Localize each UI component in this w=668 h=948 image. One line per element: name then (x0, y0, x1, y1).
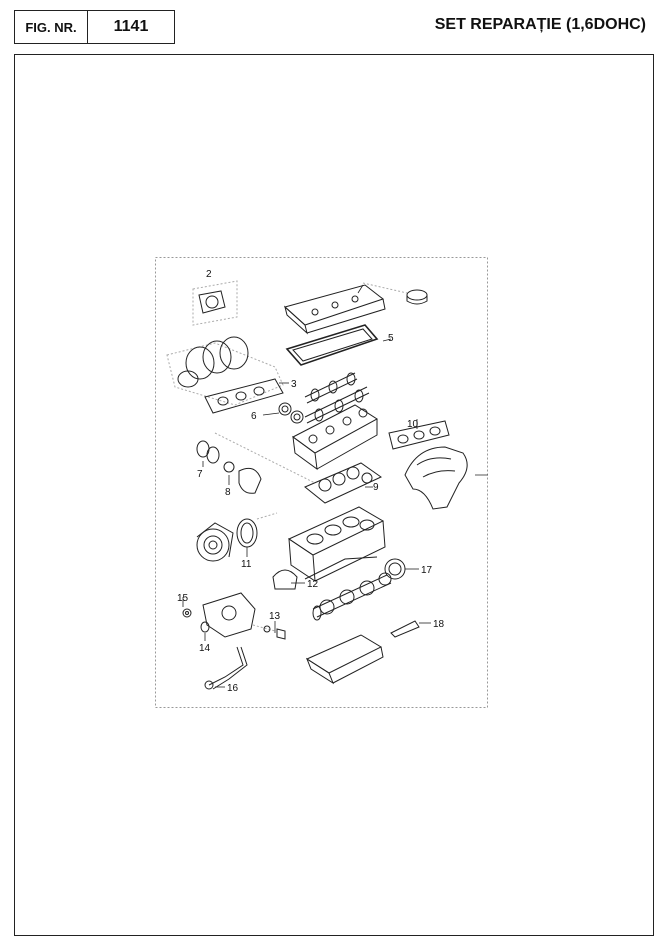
water-pump (196, 522, 234, 562)
content-frame (14, 54, 654, 936)
valve-cover (283, 284, 386, 335)
callout-3: 3 (291, 379, 297, 390)
rear-seal (384, 558, 406, 580)
throttle-gasket (192, 280, 238, 326)
callout-13: 13 (269, 611, 281, 622)
callout-10: 10 (407, 419, 419, 430)
engine-block (287, 506, 386, 582)
diagram-svg: 2 5 3 6 10 7 8 9 1 11 12 17 15 13 18 14 … (155, 257, 488, 708)
camshafts (304, 372, 370, 424)
callout-2: 2 (206, 269, 212, 280)
diagram-border (155, 257, 488, 708)
callout-17: 17 (421, 565, 433, 576)
callout-14: 14 (199, 643, 211, 654)
page-title: SET REPARAȚIE (1,6DOHC) (434, 16, 646, 33)
oil-pump (182, 592, 256, 638)
bearing-cap (272, 569, 298, 590)
callout-15: 15 (177, 593, 189, 604)
callout-7: 7 (197, 469, 203, 480)
oil-cap (362, 282, 428, 305)
head-gasket (304, 462, 382, 504)
exploded-parts-diagram: 2 5 3 6 10 7 8 9 1 11 12 17 15 13 18 14 … (155, 257, 488, 708)
valve-cover-gasket (285, 324, 379, 366)
callout-9: 9 (373, 482, 379, 493)
oil-pickup (204, 646, 248, 690)
callout-12: 12 (307, 579, 319, 590)
callout-8: 8 (225, 487, 231, 498)
callout-18: 18 (433, 619, 445, 630)
figure-label: FIG. NR. (15, 11, 88, 43)
oil-pan (305, 634, 384, 685)
drain-plug (252, 624, 286, 640)
callout-5: 5 (388, 333, 394, 344)
small-gasket (390, 620, 420, 638)
leader-lines (182, 284, 488, 688)
callout-6: 6 (251, 411, 257, 422)
crankshaft (312, 572, 392, 621)
thermostat-housing (223, 461, 262, 494)
intake-gasket (204, 378, 284, 414)
figure-number: 1141 (113, 18, 149, 35)
small-seal (196, 432, 316, 484)
intake-manifold (166, 336, 284, 406)
cam-seals (278, 402, 304, 424)
front-seal (236, 512, 278, 548)
cylinder-head (292, 404, 378, 471)
exhaust-manifold (404, 446, 468, 510)
exhaust-gasket (388, 420, 450, 450)
figure-number-box: FIG. NR. 1141 (14, 10, 175, 44)
callout-16: 16 (227, 683, 239, 694)
callout-11: 11 (241, 559, 252, 570)
